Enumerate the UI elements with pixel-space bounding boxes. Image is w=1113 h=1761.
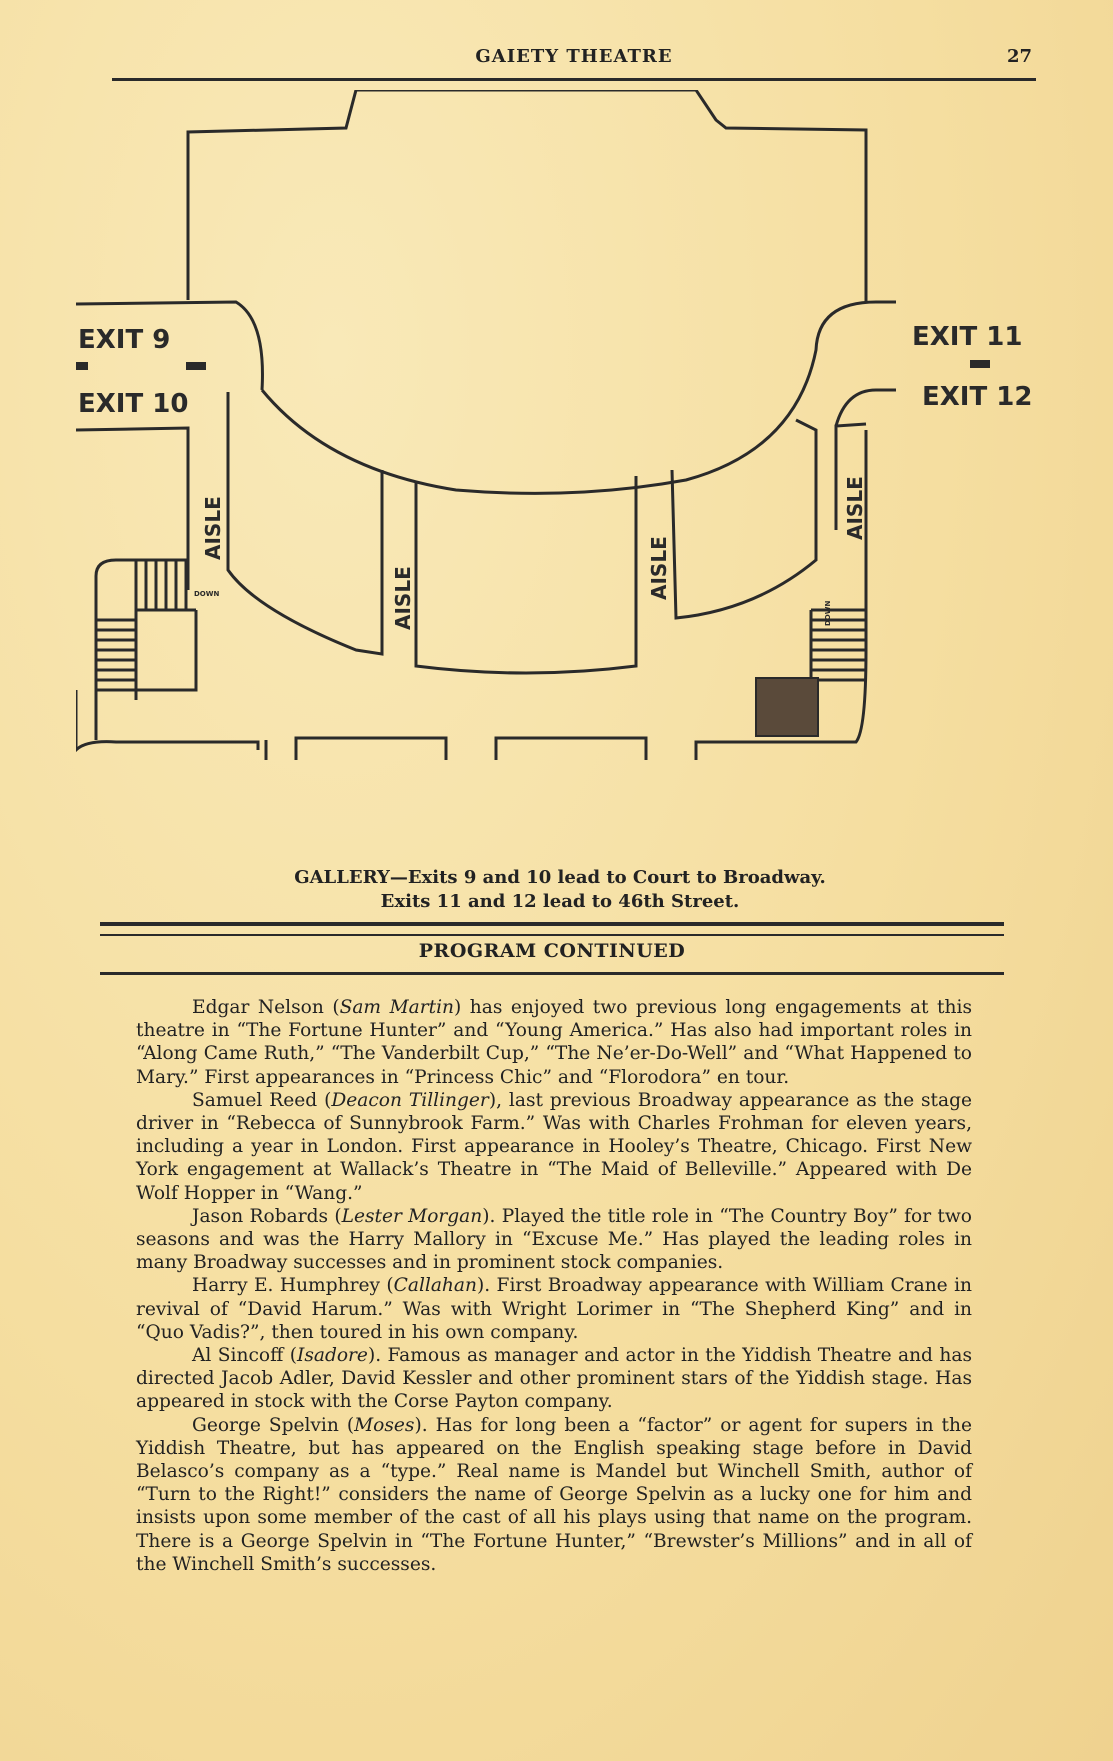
right-stair-landing bbox=[755, 677, 819, 737]
actor-name: Edgar Nelson bbox=[192, 997, 324, 1018]
paragraph-text: , last previous Broadway appearance as t… bbox=[136, 1089, 973, 1204]
page-header: GAIETY THEATRE 27 bbox=[112, 44, 1036, 81]
exit10-label: EXIT 10 bbox=[78, 389, 188, 419]
aisle-label-3: AISLE bbox=[647, 536, 671, 600]
paragraph: Harry E. Humphrey (Callahan). First Broa… bbox=[136, 1275, 972, 1343]
aisle-label-1: AISLE bbox=[201, 496, 225, 560]
aisle-label-4: AISLE bbox=[843, 476, 867, 540]
exit11-label: EXIT 11 bbox=[912, 322, 1022, 352]
role-name: Sam Martin bbox=[339, 997, 454, 1018]
exit-marker bbox=[76, 362, 88, 370]
role-name: Isadore bbox=[296, 1345, 368, 1367]
actor-name: George Spelvin bbox=[192, 1414, 339, 1436]
paragraph: George Spelvin (Moses). Has for long bee… bbox=[136, 1414, 972, 1575]
gallery-floor-plan: EXIT 9 EXIT 10 EXIT 11 EXIT 12 AISLE AIS… bbox=[76, 90, 1040, 860]
actor-name: Samuel Reed bbox=[192, 1089, 318, 1111]
paragraph: Samuel Reed (Deacon Tillinger), last pre… bbox=[136, 1089, 973, 1204]
section-title: PROGRAM CONTINUED bbox=[418, 940, 686, 962]
program-notes: Edgar Nelson (Sam Martin) has enjoyed tw… bbox=[136, 996, 972, 1576]
exit-marker bbox=[970, 360, 990, 368]
paragraph: Edgar Nelson (Sam Martin) has enjoyed tw… bbox=[136, 997, 972, 1088]
role-name: Callahan bbox=[393, 1275, 477, 1297]
actor-name: Al Sincoff bbox=[192, 1345, 284, 1367]
caption-line-2: Exits 11 and 12 lead to 46th Street. bbox=[380, 891, 740, 912]
role-name: Lester Morgan bbox=[341, 1205, 483, 1227]
paragraph: Al Sincoff (Isadore). Famous as manager … bbox=[136, 1345, 972, 1413]
actor-name: Harry E. Humphrey bbox=[192, 1275, 380, 1297]
caption-line-1: GALLERY—Exits 9 and 10 lead to Court to … bbox=[294, 867, 826, 888]
paragraph-text: . Has for long been a “factor” or agent … bbox=[136, 1414, 972, 1575]
paragraph-text: . Played the title role in “The Country … bbox=[136, 1205, 972, 1274]
down-label-left: DOWN bbox=[194, 590, 219, 598]
section-rule-bottom bbox=[100, 972, 1004, 975]
floor-plan-drawing: EXIT 9 EXIT 10 EXIT 11 EXIT 12 AISLE AIS… bbox=[76, 90, 1032, 760]
paragraph-text: has enjoyed two previous long engagement… bbox=[136, 997, 972, 1088]
section-rule-top bbox=[100, 922, 1004, 936]
paragraph-text: . First Broadway appearance with William… bbox=[136, 1275, 972, 1343]
role-name: Deacon Tillinger bbox=[331, 1089, 489, 1111]
aisle-label-2: AISLE bbox=[391, 566, 415, 630]
paragraph: Jason Robards (Lester Morgan). Played th… bbox=[136, 1205, 972, 1274]
actor-name: Jason Robards bbox=[192, 1205, 329, 1227]
exit12-label: EXIT 12 bbox=[922, 382, 1032, 412]
page-number: 27 bbox=[1006, 46, 1032, 67]
exit-marker bbox=[186, 362, 206, 370]
exit9-label: EXIT 9 bbox=[78, 325, 170, 355]
paragraph-text: . Famous as manager and actor in the Yid… bbox=[136, 1345, 972, 1413]
plan-caption: GALLERY—Exits 9 and 10 lead to Court to … bbox=[180, 866, 940, 914]
down-label-right: DOWN bbox=[824, 601, 832, 626]
running-title: GAIETY THEATRE bbox=[475, 46, 673, 67]
role-name: Moses bbox=[354, 1414, 415, 1436]
